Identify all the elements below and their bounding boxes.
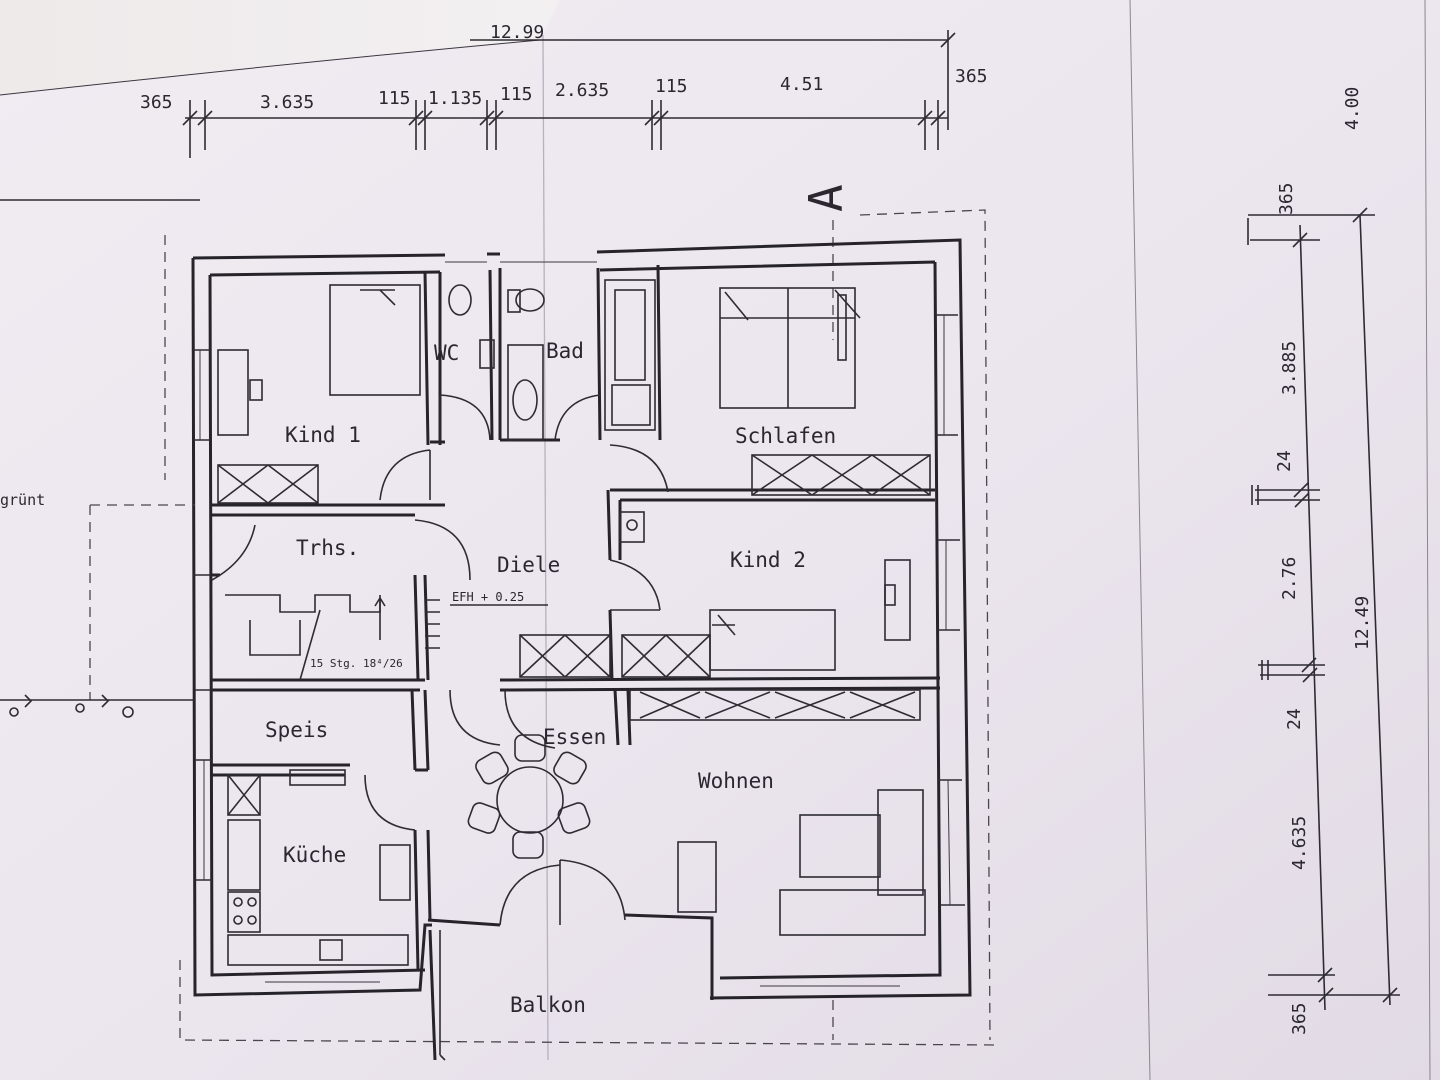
label-kind-2: Kind 2	[730, 548, 806, 572]
right-dimension-chain: 4.00 365 3.885 24 2.76 24 4.635 365 12.4…	[1247, 87, 1400, 1035]
dim-top-3: 115	[378, 88, 411, 109]
dim-right-overall: 12.49	[1352, 596, 1373, 650]
label-essen: Essen	[543, 725, 606, 749]
label-gruent: grünt	[0, 491, 45, 509]
dim-right-outer: 4.00	[1342, 87, 1363, 130]
dim-right-1: 365	[1276, 182, 1297, 215]
dim-top-8: 4.51	[780, 74, 823, 95]
outline-dashed	[0, 199, 1001, 1046]
section-marker: A	[799, 184, 853, 1040]
label-efh: EFH + 0.25	[452, 590, 524, 604]
dim-top-7: 115	[655, 76, 688, 97]
dim-overall-width: 12.99	[490, 22, 544, 43]
room-labels: Kind 1 WC Bad Schlafen Trhs. Diele EFH +…	[265, 339, 836, 1017]
label-bad: Bad	[546, 339, 584, 363]
dim-right-3: 24	[1274, 450, 1295, 472]
dim-top-9: 365	[955, 66, 988, 87]
label-wc: WC	[434, 341, 459, 365]
dim-top-4: 1.135	[428, 88, 482, 109]
label-speis: Speis	[265, 718, 328, 742]
sheet-edge	[1129, 0, 1151, 1080]
dim-right-4: 2.76	[1279, 557, 1300, 600]
label-trhs: Trhs.	[296, 536, 359, 560]
label-wohnen: Wohnen	[698, 769, 774, 793]
folded-paper-edge	[0, 0, 560, 95]
dim-right-2: 3.885	[1279, 341, 1300, 395]
dim-right-5: 24	[1284, 708, 1305, 730]
dim-top-5: 115	[500, 84, 533, 105]
fold-crease	[542, 34, 549, 1061]
top-dimension-chain: 12.99 365 3.635 115 1.135 115 2.635 115 …	[140, 22, 988, 158]
label-stairs: 15 Stg. 18⁴/26	[310, 657, 403, 670]
dim-top-2: 3.635	[260, 92, 314, 113]
interior-walls	[210, 264, 941, 1061]
label-diele: Diele	[497, 553, 560, 577]
dim-right-6: 4.635	[1289, 816, 1310, 870]
label-kueche: Küche	[283, 843, 346, 867]
dim-top-1: 365	[140, 92, 173, 113]
dim-top-6: 2.635	[555, 80, 609, 101]
label-kind-1: Kind 1	[285, 423, 361, 447]
exterior-walls	[191, 238, 972, 1000]
dim-right-7: 365	[1289, 1002, 1310, 1035]
furniture	[217, 279, 931, 1061]
section-marker-label: A	[799, 184, 853, 212]
hedge-symbol: grünt	[0, 491, 195, 718]
label-balkon: Balkon	[510, 993, 586, 1017]
label-schlafen: Schlafen	[735, 424, 836, 448]
